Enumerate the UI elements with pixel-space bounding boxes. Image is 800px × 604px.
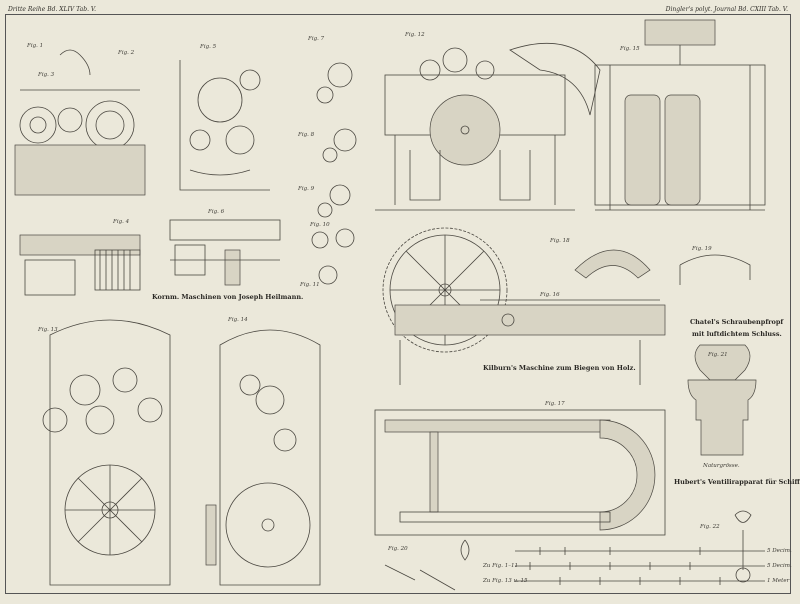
fig-label: Fig. 7 <box>308 36 325 42</box>
caption-chatel-line2: mit luftdichtem Schluss. <box>692 330 782 338</box>
scale-label: 5 Decim. <box>767 548 792 554</box>
scale-bars <box>384 547 765 591</box>
drawing-fig21 <box>687 344 757 456</box>
drawing-fig13 <box>42 319 171 586</box>
fig-label: Fig. 18 <box>550 238 570 244</box>
fig-label: Fig. 12 <box>405 32 425 38</box>
drawing-fig5 <box>179 60 270 191</box>
fig-label: Fig. 13 <box>38 327 58 333</box>
header-right: Dingler's polyt. Journal Bd. CXIII Tab. … <box>665 6 788 13</box>
drawing-fig17 <box>374 409 666 561</box>
fig-label: Fig. 15 <box>620 46 640 52</box>
fig-label: Fig. 9 <box>298 186 315 192</box>
fig-label: Fig. 11 <box>300 282 320 288</box>
scale-label: 5 Decim. <box>767 563 792 569</box>
drawing-fig4 <box>19 234 141 296</box>
drawing-fig18-19 <box>574 249 751 285</box>
fig-label: Fig. 17 <box>545 401 565 407</box>
fig-label: Fig. 4 <box>113 219 130 225</box>
fig-label: Fig. 20 <box>388 546 408 552</box>
header-left: Dritte Reihe Bd. XLIV Tab. V. <box>8 6 97 13</box>
drawing-fig22 <box>734 510 752 583</box>
fig-label: Fig. 21 <box>708 352 728 358</box>
drawing-fig16 <box>382 227 666 385</box>
caption-hubert: Hubert's Ventilirapparat für Schiffe. <box>674 478 800 486</box>
fig-label: Fig. 8 <box>298 132 315 138</box>
plate-frame <box>5 14 791 594</box>
drawing-fig14 <box>205 329 321 586</box>
fig-label: Fig. 5 <box>200 44 217 50</box>
fig-label: Fig. 16 <box>540 292 560 298</box>
caption-heilmann: Kornm. Maschinen von Joseph Heilmann. <box>152 293 304 301</box>
fig-label: Fig. 6 <box>208 209 225 215</box>
fig-label: Fig. 19 <box>692 246 712 252</box>
drawing-fig6 <box>169 219 281 286</box>
fig-label: Fig. 14 <box>228 317 248 323</box>
fig-label: Fig. 10 <box>310 222 330 228</box>
fig-label: Fig. 22 <box>700 524 720 530</box>
caption-chatel-line1: Chatel's Schraubenpfropf <box>690 318 784 326</box>
fig-label: Fig. 2 <box>118 50 135 56</box>
fig-label: Fig. 3 <box>38 72 55 78</box>
caption-kilburn: Kilburn's Maschine zum Biegen von Holz. <box>483 364 636 372</box>
scale-label: 1 Meter <box>767 578 790 584</box>
drawing-fig15 <box>594 19 766 211</box>
drawing-fig1-3 <box>14 49 146 196</box>
drawing-fig12 <box>375 42 601 211</box>
drawing-fig7-11 <box>311 62 357 285</box>
scale-label: Zu Fig. 13 u. 15 <box>483 578 528 584</box>
fig-label: Fig. 1 <box>27 43 44 49</box>
caption-natural-size: Naturgrösse. <box>703 463 740 469</box>
scale-label: Zu Fig. 1–11 <box>483 563 518 569</box>
